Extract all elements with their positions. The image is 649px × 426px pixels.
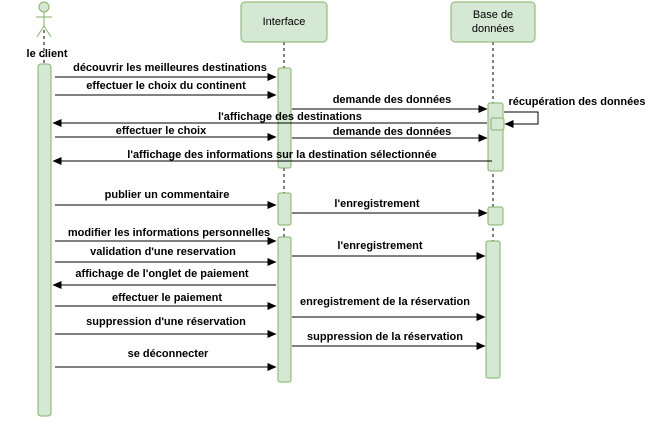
msg-label-15: effectuer le paiement: [112, 292, 222, 304]
msg-label-16: enregistrement de la réservation: [300, 296, 470, 308]
interface-activation-1: [277, 67, 292, 169]
client-label: le client: [27, 48, 68, 60]
interface-activation-3: [277, 236, 292, 383]
msg-label-4: récupération des données: [509, 96, 646, 108]
database-header-line2: données: [472, 23, 515, 35]
database-header: [450, 1, 536, 43]
msg-label-13: l'enregistrement: [337, 240, 422, 252]
msg-label-12: validation d'une reservation: [90, 246, 236, 258]
msg-label-7: demande des données: [333, 126, 452, 138]
msg-label-11: modifier les informations personnelles: [68, 227, 270, 239]
database-activation-3: [485, 240, 501, 379]
msg-label-6: effectuer le choix: [116, 125, 207, 137]
msg-label-5: l'affichage des destinations: [218, 111, 362, 123]
database-header-line1: Base de: [473, 9, 513, 21]
database-activation-self: [490, 117, 505, 131]
msg-arrow-4-self: [504, 111, 539, 128]
msg-label-8: l'affichage des informations sur la dest…: [127, 149, 436, 161]
msg-label-17: suppression d'une réservation: [86, 316, 246, 328]
interface-activation-2: [277, 192, 292, 226]
client-actor-icon: [36, 1, 52, 38]
msg-label-18: suppression de la réservation: [307, 331, 463, 343]
msg-label-1: découvrir les meilleures destinations: [73, 62, 267, 74]
interface-header-label: Interface: [263, 16, 306, 28]
interface-header: [240, 1, 328, 43]
msg-label-9: publier un commentaire: [105, 189, 230, 201]
msg-label-3: demande des données: [333, 94, 452, 106]
msg-label-10: l'enregistrement: [334, 198, 419, 210]
msg-label-2: effectuer le choix du continent: [86, 80, 246, 92]
msg-label-14: affichage de l'onglet de paiement: [75, 268, 248, 280]
client-activation: [37, 63, 52, 417]
database-activation-2: [487, 206, 504, 226]
msg-label-19: se déconnecter: [128, 348, 209, 360]
